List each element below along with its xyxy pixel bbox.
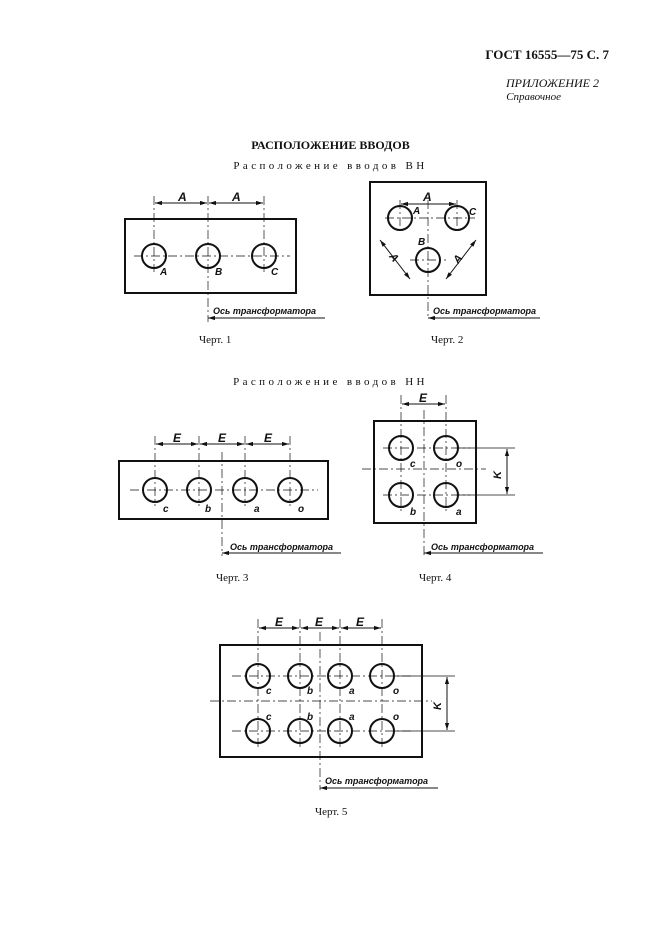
dim-label-E: E (356, 615, 365, 629)
tank-outline-fig2 (369, 181, 487, 296)
caption-fig3: Черт. 3 (216, 572, 249, 584)
tank-outline-fig3 (118, 460, 329, 520)
axis-label: Ось трансформатора (213, 306, 316, 316)
bushing-b (388, 482, 414, 508)
bushing-c (142, 477, 168, 503)
caption-fig1: Черт. 1 (199, 334, 232, 346)
bushing-o (369, 663, 395, 689)
bushing-a (433, 482, 459, 508)
appendix-label: ПРИЛОЖЕНИЕ 2 (506, 76, 599, 90)
dim-label-E: E (275, 615, 284, 629)
bushing-a (232, 477, 258, 503)
bushing-B (415, 247, 441, 273)
phase-label-a: a (349, 686, 355, 697)
bushing-c (245, 718, 271, 744)
dim-line-A (445, 239, 477, 280)
caption-fig2: Черт. 2 (431, 334, 464, 346)
phase-label-o: o (393, 686, 399, 697)
phase-label-c: c (266, 712, 272, 723)
appendix-note: Справочное (506, 91, 561, 103)
dim-label-E: E (218, 431, 227, 445)
dim-label-A: A (450, 253, 465, 267)
bushing-a (327, 718, 353, 744)
phase-label-a: a (349, 712, 355, 723)
phase-label-b: b (410, 507, 416, 518)
dim-label-E: E (315, 615, 324, 629)
tank-outline-fig4 (373, 420, 477, 524)
phase-label-b: b (307, 712, 313, 723)
phase-label-b: b (307, 686, 313, 697)
bushing-b (186, 477, 212, 503)
phase-label-o: o (456, 459, 462, 470)
dim-label-E: E (173, 431, 182, 445)
page-title: РАСПОЛОЖЕНИЕ ВВОДОВ (251, 138, 410, 152)
phase-label-A: A (159, 267, 167, 278)
bushing-b (287, 663, 313, 689)
dim-label-A: A (177, 190, 187, 204)
phase-label-a: a (456, 507, 462, 518)
bushing-A (141, 243, 167, 269)
bushing-C (251, 243, 277, 269)
phase-label-c: c (410, 459, 416, 470)
axis-label: Ось трансформатора (325, 776, 428, 786)
phase-label-C: C (271, 267, 279, 278)
bushing-C (444, 205, 470, 231)
axis-label: Ось трансформатора (433, 306, 536, 316)
axis-label: Ось трансформатора (230, 542, 333, 552)
bushing-o (369, 718, 395, 744)
dim-label-K: K (492, 470, 504, 479)
figure-1 (124, 196, 325, 322)
phase-label-c: c (266, 686, 272, 697)
figure-5 (210, 619, 455, 791)
axis-label: Ось трансформатора (431, 542, 534, 552)
caption-fig5: Черт. 5 (315, 806, 348, 818)
tank-outline-fig1 (124, 218, 297, 294)
bushing-o (433, 435, 459, 461)
bushing-B (195, 243, 221, 269)
bushing-c (388, 435, 414, 461)
bushing-a (327, 663, 353, 689)
figure-4 (362, 395, 543, 556)
dim-label-A: A (231, 190, 241, 204)
phase-label-C: C (469, 207, 477, 218)
phase-label-B: B (418, 237, 425, 248)
phase-label-b: b (205, 504, 211, 515)
dim-label-A: A (422, 190, 432, 204)
section-title-nn: Расположение вводов НН (233, 376, 428, 388)
page-header: ГОСТ 16555—75 С. 7 (485, 47, 609, 62)
dim-label-K: K (432, 701, 444, 710)
phase-label-o: o (393, 712, 399, 723)
bushing-c (245, 663, 271, 689)
phase-label-A: A (412, 206, 420, 217)
figure-2 (369, 181, 540, 321)
phase-label-a: a (254, 504, 260, 515)
dim-label-A: A (386, 250, 401, 264)
dim-label-E: E (264, 431, 273, 445)
bushing-b (287, 718, 313, 744)
caption-fig4: Черт. 4 (419, 572, 452, 584)
section-title-vn: Расположение вводов ВН (233, 160, 428, 172)
figure-3 (118, 436, 341, 556)
dim-line-A (379, 239, 411, 280)
bushing-A (387, 205, 413, 231)
dim-label-E: E (419, 391, 428, 405)
phase-label-B: B (215, 267, 222, 278)
bushing-o (277, 477, 303, 503)
phase-label-c: c (163, 504, 169, 515)
phase-label-o: o (298, 504, 304, 515)
